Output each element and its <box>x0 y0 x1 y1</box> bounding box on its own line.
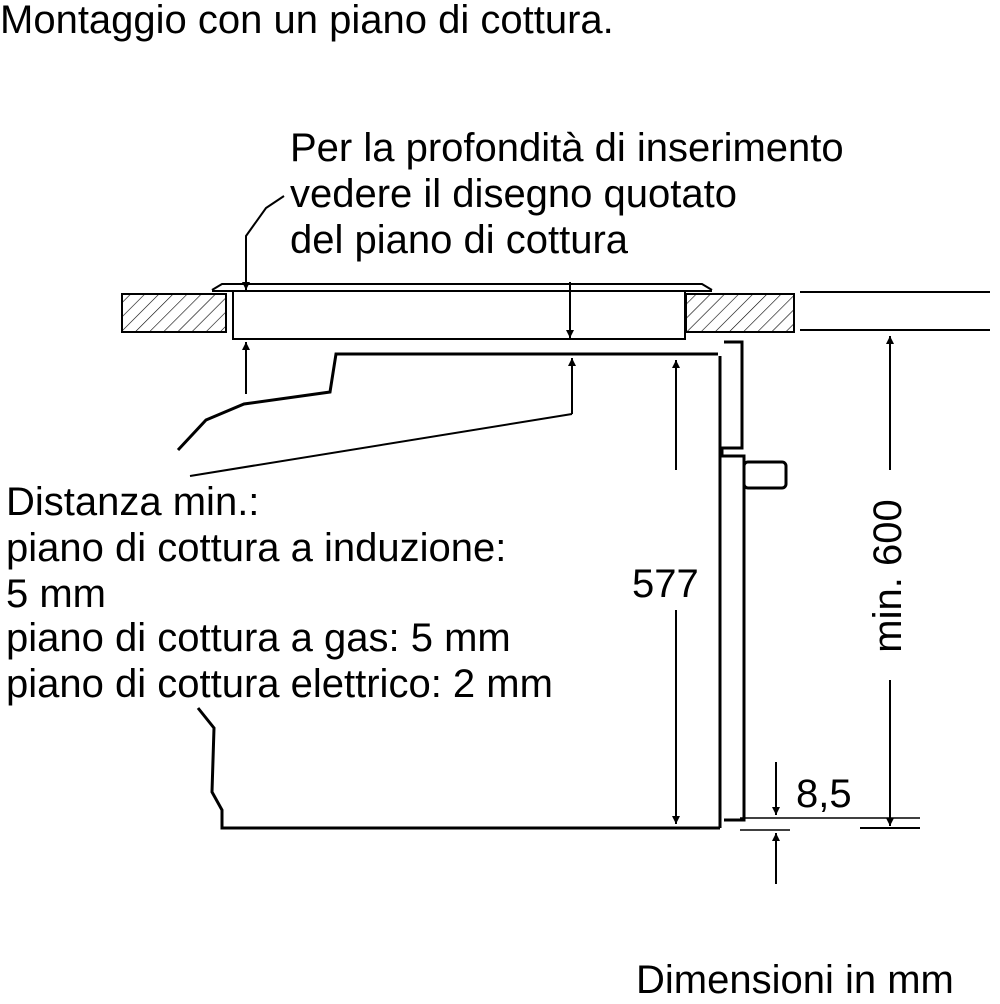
worktop-right-section <box>685 293 795 333</box>
oven-top-profile <box>176 352 718 452</box>
distance-note-line-1: Distanza min.: <box>6 480 260 524</box>
oven-outline <box>176 340 788 830</box>
depth-note-leader <box>242 195 285 290</box>
worktop <box>121 291 990 333</box>
distance-note-leader <box>189 413 573 477</box>
bottom-offset-label: 8,5 <box>796 772 852 816</box>
dimension-8-5 <box>740 762 920 884</box>
oven-bottom-profile <box>196 707 720 830</box>
distance-note-line-5: piano di cottura elettrico: 2 mm <box>6 662 553 706</box>
distance-note-line-2: piano di cottura a induzione: <box>6 526 507 570</box>
oven-front-door <box>720 340 746 822</box>
distance-note-line-4: piano di cottura a gas: 5 mm <box>6 616 511 660</box>
depth-note-line-2: vedere il disegno quotato <box>290 172 737 216</box>
page-title: Montaggio con un piano di cottura. <box>0 0 614 42</box>
cooktop-rim <box>211 283 713 291</box>
oven-knob <box>742 460 788 490</box>
dimension-min-600 <box>860 336 920 829</box>
oven-height-label: 577 <box>632 560 699 608</box>
cooktop-body <box>232 290 686 340</box>
annotation-lines <box>189 195 576 477</box>
distance-note-line-3: 5 mm <box>6 572 106 616</box>
depth-note-line-3: del piano di cottura <box>290 218 629 262</box>
depth-note-line-1: Per la profondità di inserimento <box>290 126 844 170</box>
units-note: Dimensioni in mm <box>636 958 954 1002</box>
worktop-left-section <box>121 293 227 333</box>
cooktop <box>211 283 713 340</box>
